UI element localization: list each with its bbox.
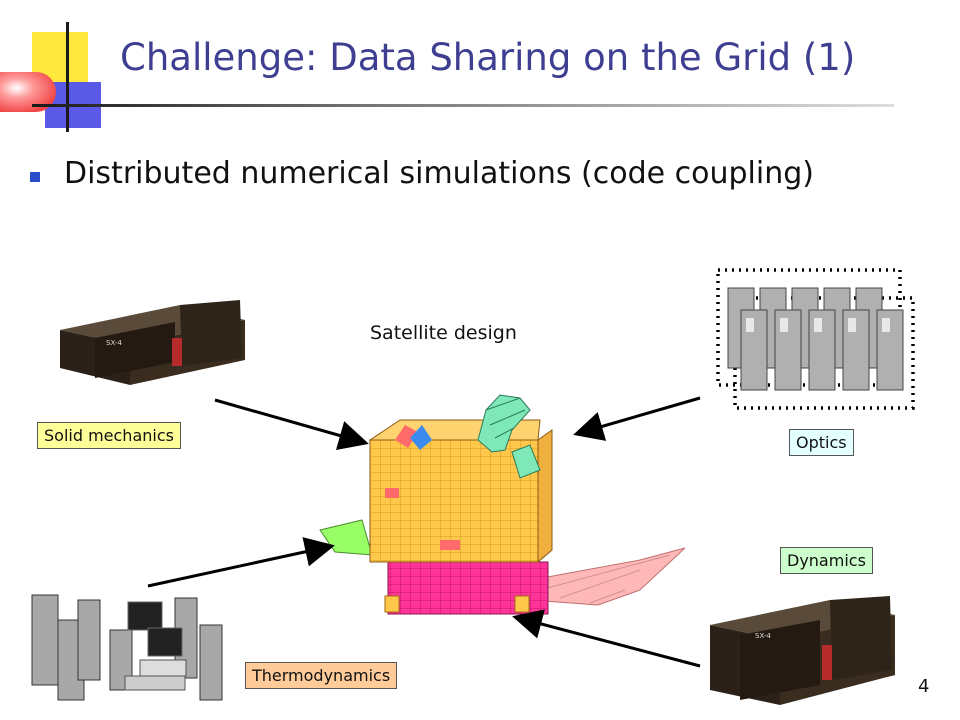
arrow-solid-to-satellite bbox=[214, 398, 369, 451]
arrow-thermo-to-satellite bbox=[147, 537, 335, 588]
supercomputer-icon-solid: SX-4 bbox=[60, 300, 245, 385]
satellite-caption: Satellite design bbox=[370, 322, 517, 344]
workstation-icon-thermodynamics bbox=[31, 594, 223, 701]
bullet-text: Distributed numerical simulations (code … bbox=[64, 156, 814, 191]
decorative-vertical-line bbox=[66, 22, 69, 132]
page-number: 4 bbox=[918, 676, 930, 697]
bullet-marker bbox=[30, 172, 40, 182]
arrow-optics-to-satellite bbox=[573, 396, 701, 441]
sx4-badge: SX-4 bbox=[106, 339, 122, 347]
title-underline bbox=[32, 104, 894, 107]
solid-mechanics-label: Solid mechanics bbox=[37, 422, 181, 449]
thermodynamics-label: Thermodynamics bbox=[245, 662, 398, 689]
supercomputer-icon-dynamics: SX-4 bbox=[710, 596, 895, 705]
cluster-icon-optics bbox=[716, 268, 915, 410]
sx4-badge-2: SX-4 bbox=[755, 632, 771, 640]
optics-label: Optics bbox=[789, 429, 854, 456]
dynamics-label: Dynamics bbox=[780, 547, 873, 574]
slide-title: Challenge: Data Sharing on the Grid (1) bbox=[120, 36, 856, 79]
arrow-dynamics-to-satellite bbox=[512, 609, 701, 668]
satellite-icon bbox=[319, 394, 686, 615]
